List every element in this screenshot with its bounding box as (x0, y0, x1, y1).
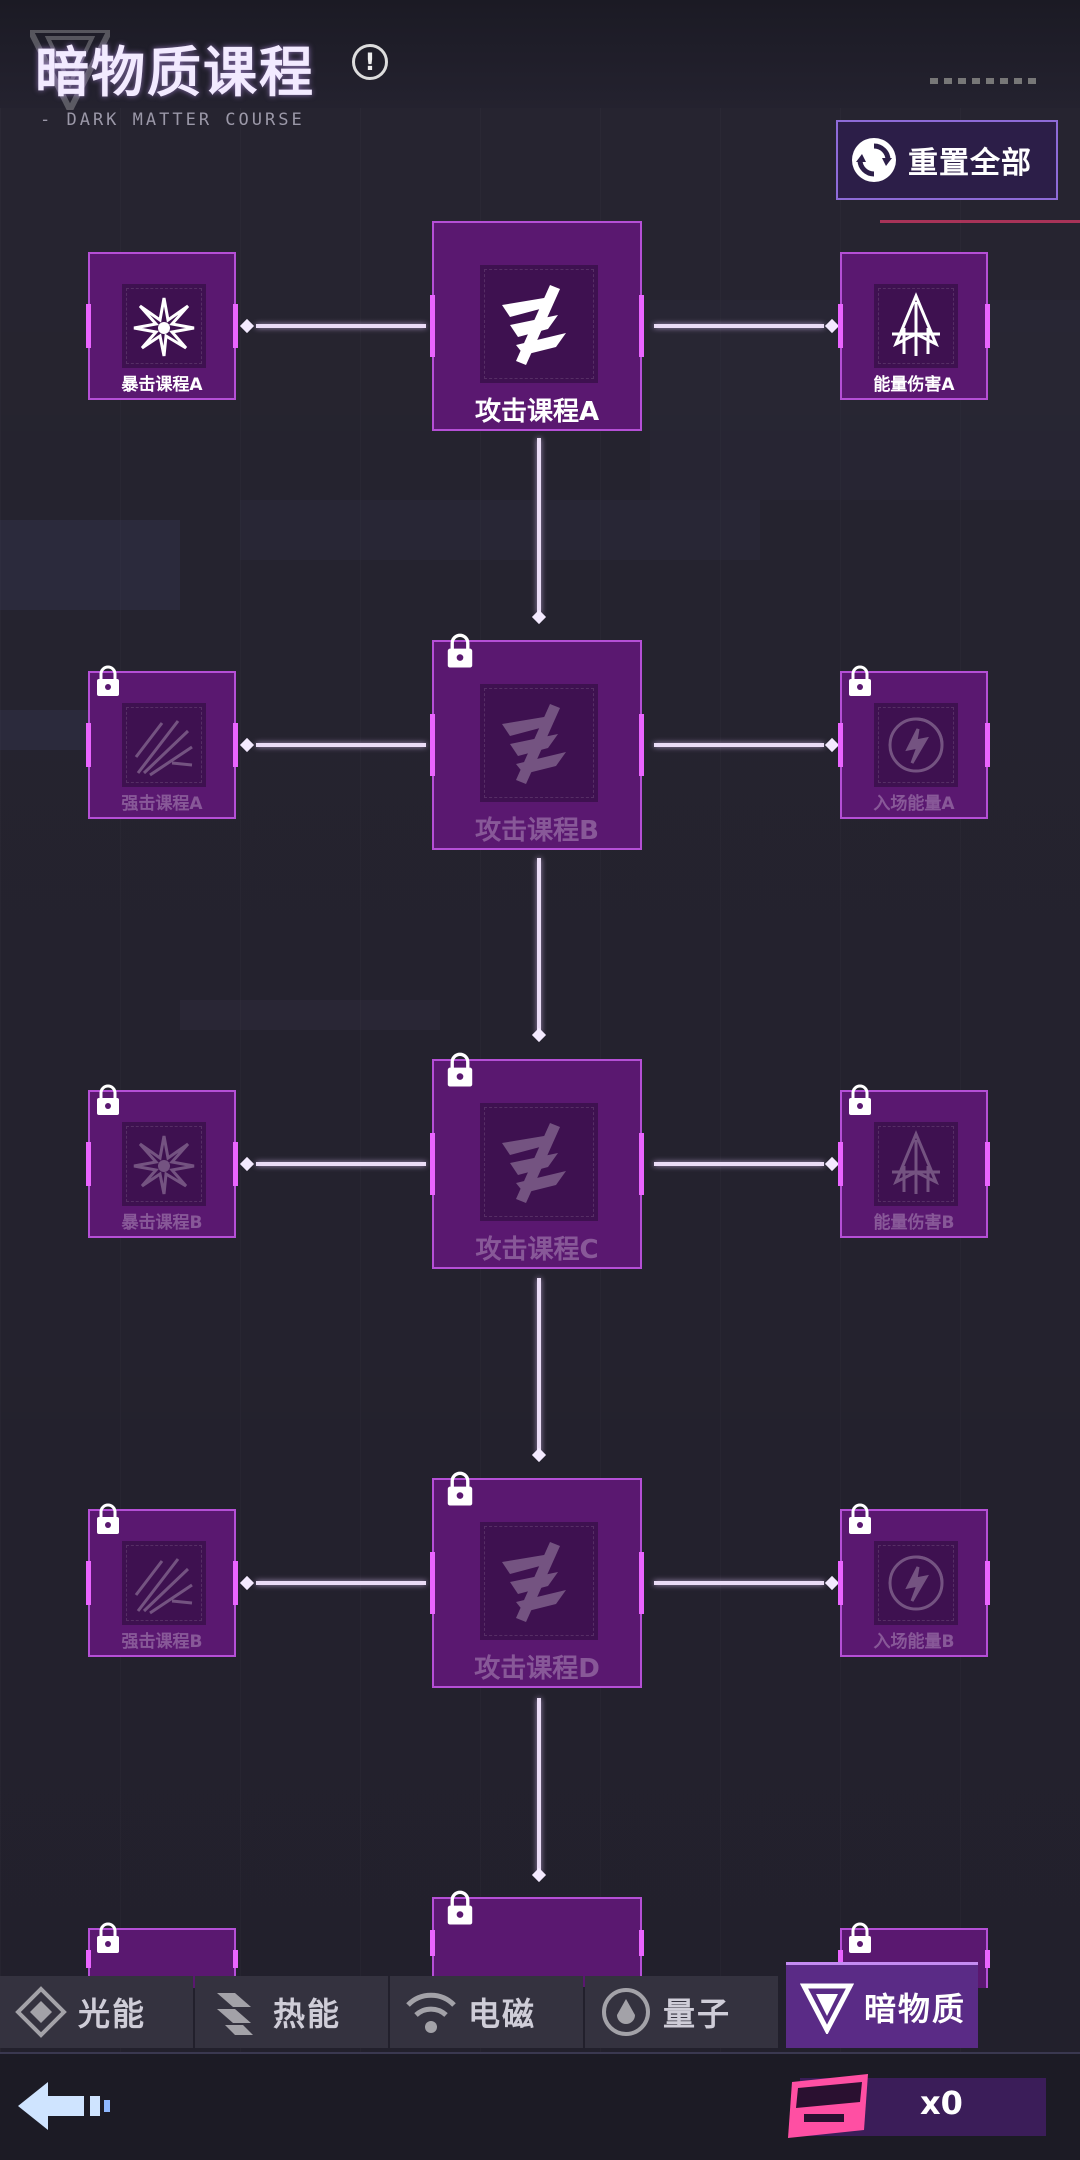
trident-icon (874, 284, 958, 368)
course-node-label: 攻击课程B (475, 816, 599, 846)
tab-dark-matter[interactable]: 暗物质 (786, 1962, 978, 2048)
logo-watermark-icon (30, 30, 110, 110)
course-node-label: 攻击课程C (475, 1235, 599, 1265)
course-node-attack-b[interactable]: 攻击课程B (430, 640, 644, 850)
page-subtitle: - DARK MATTER COURSE (40, 110, 305, 130)
course-node-attack-c[interactable]: 攻击课程C (430, 1059, 644, 1269)
reset-all-button[interactable]: 重置全部 (836, 120, 1058, 200)
vortex-icon (874, 1541, 958, 1625)
page-title: 暗物质课程 (35, 41, 315, 104)
course-node-label: 强击课程B (121, 1632, 203, 1652)
connector-node (824, 1575, 840, 1591)
connector-node (239, 318, 255, 334)
info-icon[interactable]: ! (352, 44, 388, 80)
connector (654, 1162, 824, 1166)
course-node-attack-a[interactable]: 攻击课程A (430, 221, 644, 431)
connector (256, 1581, 426, 1585)
tab-label: 热能 (273, 1995, 342, 2033)
course-node-label: 入场能量B (873, 1632, 955, 1652)
attack-icon (480, 265, 598, 383)
course-node-label: 暴击课程A (121, 375, 203, 395)
attack-icon (480, 1103, 598, 1221)
heat-icon (217, 1993, 253, 2035)
connector (654, 1581, 824, 1585)
header-band (0, 0, 1080, 108)
course-ticket-icon (788, 2074, 868, 2138)
connector-node (239, 1575, 255, 1591)
course-node-crit-b[interactable]: 暴击课程B (86, 1090, 238, 1238)
header: 暗物质课程 ! - DARK MATTER COURSE (0, 0, 1080, 150)
lock-icon (440, 1051, 480, 1091)
course-node-energy-dmg-a[interactable]: 能量伤害A (838, 252, 990, 400)
lock-icon (90, 1921, 126, 1957)
connector-node (824, 318, 840, 334)
lock-icon (842, 1921, 878, 1957)
lock-icon (90, 664, 126, 700)
connector (537, 858, 541, 1034)
tab-label: 暗物质 (864, 1989, 967, 2028)
connector-node (531, 1867, 547, 1883)
lock-icon (440, 1889, 480, 1929)
tab-label: 电磁 (468, 1995, 537, 2033)
tab-heat[interactable]: 热能 (195, 1976, 388, 2048)
course-node-label: 入场能量A (873, 794, 955, 814)
connector-node (824, 737, 840, 753)
trident-icon (874, 1122, 958, 1206)
attack-icon (480, 1522, 598, 1640)
course-node-label: 攻击课程A (474, 397, 600, 427)
course-node-label: 攻击课程D (474, 1654, 600, 1684)
lock-icon (90, 1083, 126, 1119)
back-arrow-icon[interactable] (14, 2078, 114, 2134)
currency-count: x0 (920, 2084, 963, 2122)
connector (256, 324, 426, 328)
category-tabs: 光能 热能 电磁 量子 暗物质 (0, 1962, 1080, 2048)
bottom-bar (0, 2052, 1080, 2160)
header-accent-line (880, 220, 1080, 223)
reset-all-label: 重置全部 (908, 146, 1032, 181)
connector (256, 1162, 426, 1166)
connector (654, 743, 824, 747)
lock-icon (440, 632, 480, 672)
tab-quantum[interactable]: 量子 (585, 1976, 778, 2048)
connector (537, 1278, 541, 1454)
connector-node (824, 1156, 840, 1172)
course-node-label: 暴击课程B (121, 1213, 203, 1233)
header-decoration (930, 78, 1040, 84)
reset-icon (852, 138, 896, 182)
diamond-icon (15, 1986, 67, 2038)
connector (537, 438, 541, 614)
attack-icon (480, 684, 598, 802)
tab-electromagnetic[interactable]: 电磁 (390, 1976, 583, 2048)
course-node-attack-d[interactable]: 攻击课程D (430, 1478, 644, 1688)
burst-icon (122, 1122, 206, 1206)
quantum-icon (602, 1988, 650, 2036)
shatter-icon (122, 1541, 206, 1625)
burst-icon (122, 284, 206, 368)
connector-node (531, 1027, 547, 1043)
course-node-label: 强击课程A (121, 794, 203, 814)
lock-icon (90, 1502, 126, 1538)
shatter-icon (122, 703, 206, 787)
connector-node (239, 1156, 255, 1172)
connector-node (531, 1447, 547, 1463)
lock-icon (440, 1470, 480, 1510)
connector-node (531, 609, 547, 625)
connector-node (239, 737, 255, 753)
course-node-crit-a[interactable]: 暴击课程A (86, 252, 238, 400)
connector (537, 1698, 541, 1874)
lock-icon (842, 664, 878, 700)
wifi-icon (406, 1992, 456, 2033)
course-node-label: 能量伤害A (873, 375, 955, 395)
tab-label: 量子 (663, 1995, 732, 2033)
lock-icon (842, 1502, 878, 1538)
connector (654, 324, 824, 328)
lock-icon (842, 1083, 878, 1119)
vortex-icon (874, 703, 958, 787)
connector (256, 743, 426, 747)
tab-label: 光能 (78, 1995, 147, 2033)
course-node-label: 能量伤害B (873, 1213, 955, 1233)
tab-light[interactable]: 光能 (0, 1976, 193, 2048)
dark-matter-icon (800, 1983, 854, 2034)
